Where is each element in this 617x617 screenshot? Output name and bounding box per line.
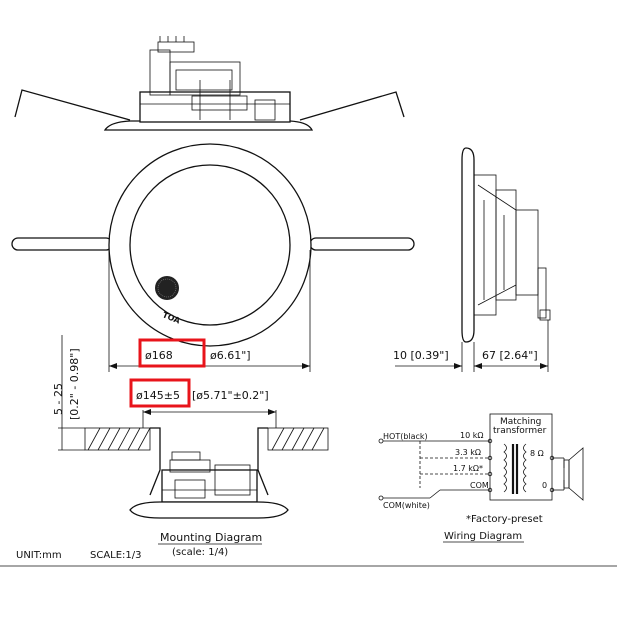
side-depth-right: 67 [2.64"] [482, 349, 538, 362]
wiring-diagram: Matching transformer HOT(black) COM(whit… [378, 413, 584, 510]
speaker-zero: 0 [542, 481, 547, 490]
hot-wire-label: HOT(black) [383, 432, 428, 441]
outer-diameter-mm: ø168 [145, 349, 173, 362]
mounting-diagram-title: Mounting Diagram [160, 531, 262, 544]
tap-10k: 10 kΩ [460, 431, 483, 440]
com-wire-label: COM(white) [383, 501, 430, 510]
transformer-title-2: transformer [493, 426, 547, 436]
speaker-side-view-right [461, 147, 551, 343]
speaker-8-ohm: 8 Ω [530, 449, 544, 458]
unit-label: UNIT:mm [16, 550, 62, 561]
panel-thickness-in: [0.2" - 0.98"] [68, 348, 81, 420]
mounting-diagram-scale: (scale: 1/4) [172, 547, 228, 558]
scale-label: SCALE:1/3 [90, 550, 142, 561]
diameter-highlight-box [138, 338, 206, 368]
com-terminal: COM [470, 481, 489, 490]
speaker-front-view: TOA [11, 143, 415, 347]
cutout-mm: ø145±5 [136, 389, 180, 402]
cutout-in: [ø5.71"±0.2"] [192, 389, 269, 402]
outer-diameter-in: ø6.61"] [210, 349, 251, 362]
factory-preset-note: *Factory-preset [466, 514, 543, 525]
side-depth-left: 10 [0.39"] [393, 349, 449, 362]
panel-thickness-mm: 5 - 25 [52, 383, 65, 415]
mounting-diagram [84, 427, 329, 519]
wiring-diagram-title: Wiring Diagram [444, 531, 522, 542]
cutout-highlight-box [129, 378, 191, 408]
transformer-title-1: Matching [500, 417, 541, 427]
speaker-side-view-top [14, 36, 405, 131]
tap-3-3k: 3.3 kΩ [455, 448, 481, 457]
tap-1-7k: 1.7 kΩ* [453, 464, 483, 473]
